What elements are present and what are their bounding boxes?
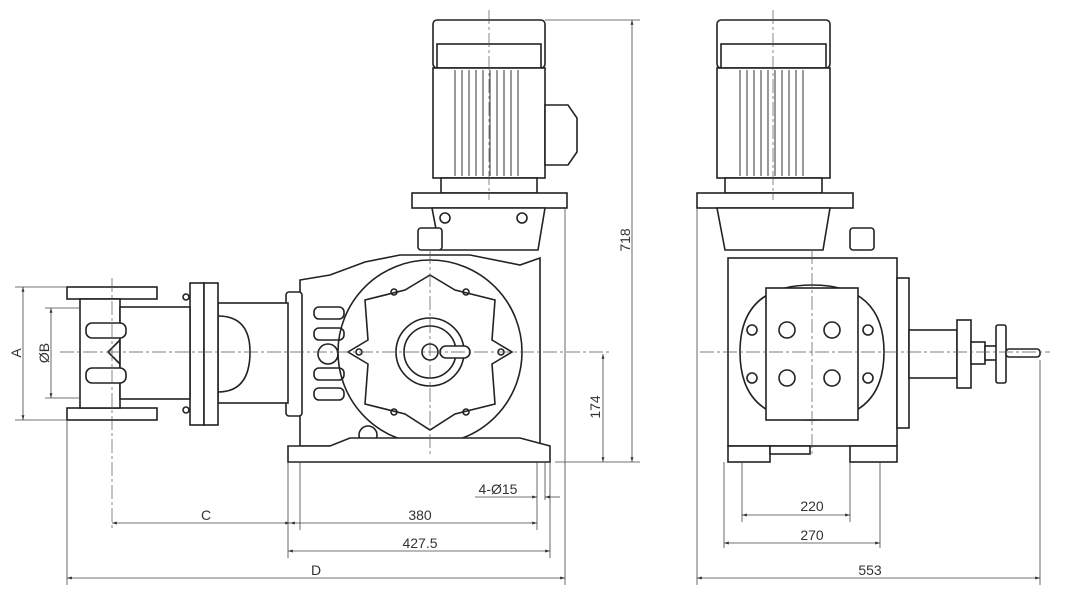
front-view: 718 174 A ØB C 380 427.5 4-Ø15 D — [8, 10, 640, 585]
dim-553: 553 — [858, 562, 882, 578]
dim-270: 270 — [800, 527, 824, 543]
dimensions-side — [696, 208, 1041, 585]
motor-front — [411, 19, 578, 251]
dim-d: D — [311, 562, 321, 578]
dim-220: 220 — [800, 498, 824, 514]
side-view: 220 270 553 — [696, 10, 1050, 585]
shaft-handwheel-side — [908, 319, 1041, 389]
dim-380: 380 — [408, 507, 432, 523]
centerlines-side — [700, 10, 1050, 455]
dim-174: 174 — [587, 395, 603, 419]
gearbox-front — [287, 254, 551, 463]
pump-head-front — [66, 282, 303, 426]
dim-mount-holes: 4-Ø15 — [479, 481, 518, 497]
dimensions-front — [15, 19, 640, 585]
motor-side — [696, 19, 875, 251]
dim-718: 718 — [617, 228, 633, 252]
dim-a: A — [8, 348, 24, 358]
dim-c: C — [201, 507, 211, 523]
dim-427-5: 427.5 — [402, 535, 437, 551]
gearbox-side — [727, 257, 910, 463]
centerlines-front — [60, 10, 612, 530]
dim-bore-b: ØB — [36, 343, 52, 363]
